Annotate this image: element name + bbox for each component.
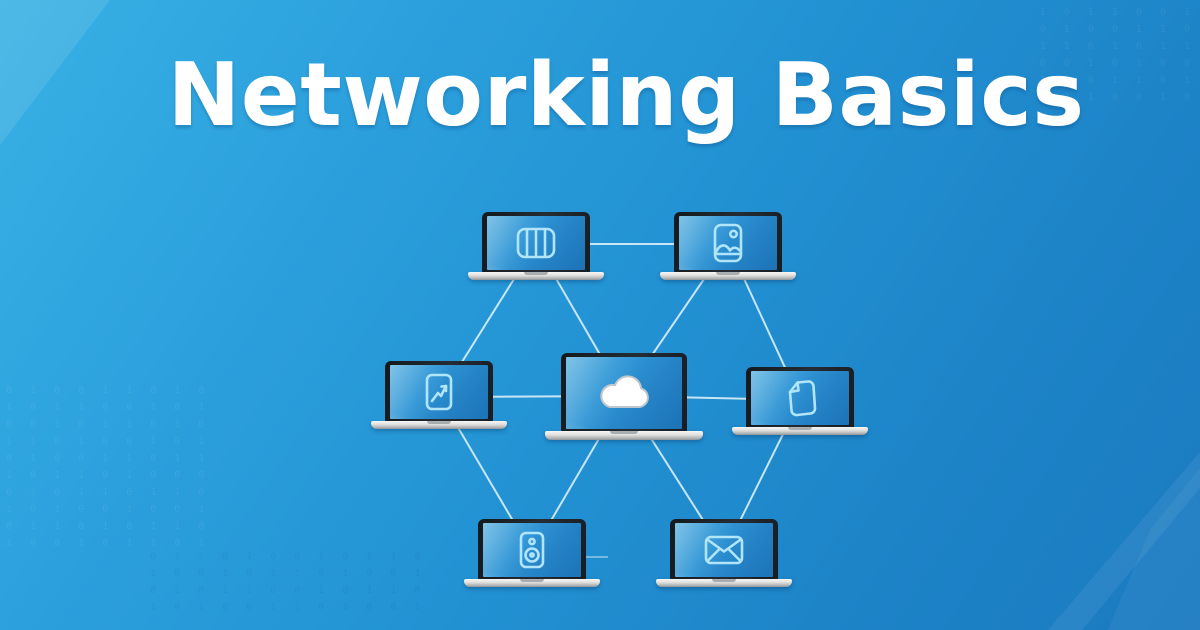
server-stripes-icon: [516, 227, 556, 259]
laptop-base: [371, 421, 507, 429]
binary-texture-bottom-left: 0 1 0 0 1 1 0 1 0 1 0 1 1 0 0 1 0 1 0 0 …: [6, 385, 211, 549]
laptop-base: [656, 579, 792, 587]
cloud-icon: [600, 375, 649, 408]
light-streak: [1108, 468, 1200, 630]
laptop-base: [464, 579, 600, 587]
laptop-display: [679, 216, 777, 270]
laptop-node-chart: [371, 361, 507, 429]
binary-texture-top-right: 1 0 1 1 0 0 1 0 1 0 0 1 1 0 1 1 0 1 0 1 …: [1039, 7, 1196, 103]
laptop-base: [732, 427, 868, 435]
laptop-display: [751, 371, 849, 425]
laptop-display: [675, 523, 773, 577]
laptop-display: [487, 216, 585, 270]
binary-texture-bottom-mid: 0 1 1 0 1 0 0 1 0 1 1 0 1 0 0 1 0 1 1 0 …: [150, 551, 427, 613]
laptop-base: [545, 431, 703, 440]
laptop-screen: [478, 519, 586, 581]
laptop-screen: [561, 353, 687, 433]
laptop-display: [483, 523, 581, 577]
laptop-base: [660, 272, 796, 280]
laptop-screen: [482, 212, 590, 274]
laptop-node-photo: [660, 212, 796, 280]
speaker-icon: [519, 531, 545, 569]
laptop-node-file: [732, 367, 868, 435]
laptop-node-server: [468, 212, 604, 280]
chart-document-icon: [425, 373, 453, 411]
laptop-node-speaker: [464, 519, 600, 587]
laptop-display: [566, 357, 682, 429]
mail-icon: [704, 535, 744, 565]
laptop-screen: [385, 361, 493, 423]
light-streak: [1048, 452, 1200, 630]
laptop-base: [468, 272, 604, 280]
page-title: Networking Basics: [167, 44, 1085, 146]
laptop-screen: [670, 519, 778, 581]
laptop-node-cloud-hub: [545, 353, 703, 440]
laptop-screen: [674, 212, 782, 274]
photo-icon: [713, 223, 743, 263]
file-icon: [788, 380, 817, 417]
laptop-node-mail: [656, 519, 792, 587]
laptop-screen: [746, 367, 854, 429]
laptop-display: [390, 365, 488, 419]
